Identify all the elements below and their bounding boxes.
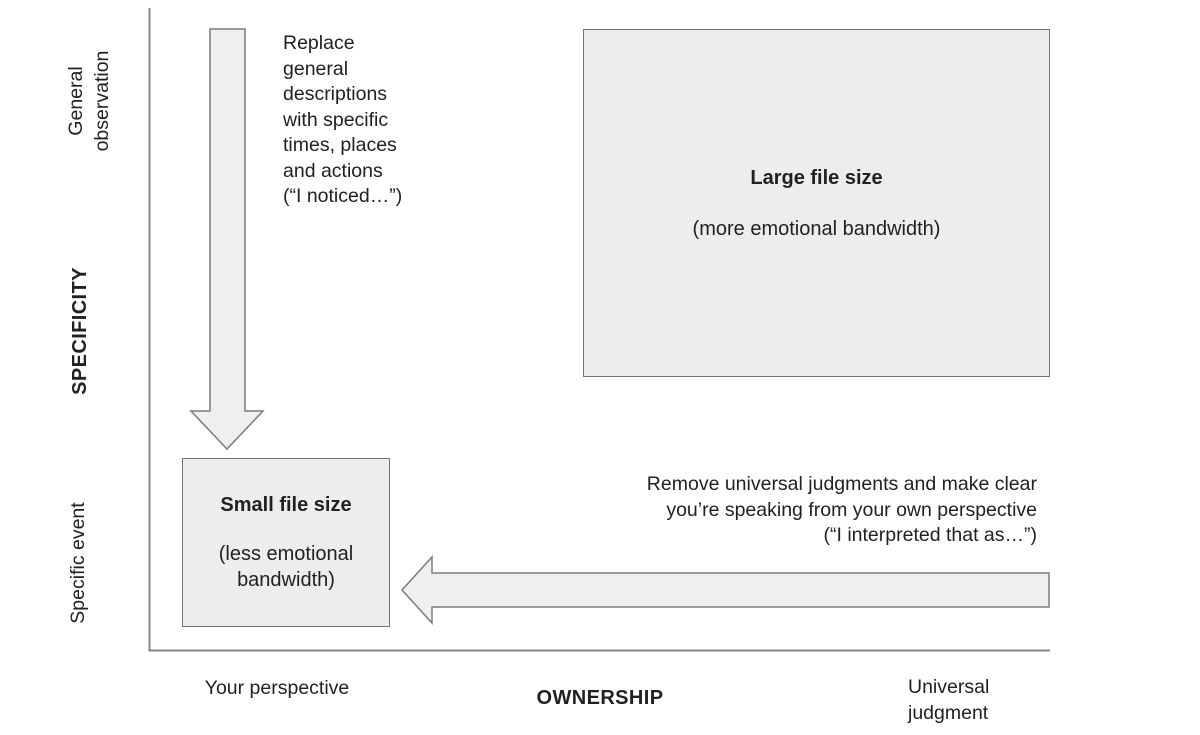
down-arrow-icon xyxy=(189,28,265,451)
large-box-title: Large file size xyxy=(750,166,883,189)
x-axis-right-label-line1: Universal xyxy=(908,676,990,698)
y-axis-top-label-line1: General xyxy=(65,66,87,136)
y-axis-title: SPECIFICITY xyxy=(69,267,91,395)
small-box-subtitle-line1: (less emotional xyxy=(218,542,354,565)
x-axis-left-label: Your perspective xyxy=(204,677,350,699)
small-box-title: Small file size xyxy=(220,493,352,516)
annotation-line: (“I interpreted that as…”) xyxy=(823,524,1038,546)
y-axis-top-label-line2: observation xyxy=(91,50,113,152)
annotation-line: descriptions xyxy=(283,83,388,105)
annotation-line: you’re speaking from your own perspectiv… xyxy=(666,498,1037,521)
annotation-line: with specific xyxy=(283,108,389,131)
annotation-line: general xyxy=(283,57,349,80)
left-arrow-icon xyxy=(400,555,1050,625)
large-file-size-box: Large file size (more emotional bandwidt… xyxy=(583,29,1050,377)
large-box-subtitle: (more emotional bandwidth) xyxy=(692,217,941,240)
small-file-size-box: Small file size (less emotional bandwidt… xyxy=(182,458,390,627)
x-axis-right-label: Universal judgment xyxy=(908,674,989,726)
y-axis-bottom-label: Specific event xyxy=(67,502,89,624)
small-box-subtitle-line2: bandwidth) xyxy=(237,568,335,591)
down-arrow-annotation: Replace general descriptions with specif… xyxy=(283,31,402,210)
annotation-line: Replace xyxy=(283,32,355,54)
left-arrow-annotation: Remove universal judgments and make clea… xyxy=(647,472,1037,549)
x-axis-title: OWNERSHIP xyxy=(536,687,664,709)
annotation-line: (“I noticed…”) xyxy=(283,185,403,207)
annotation-line: Remove universal judgments and make clea… xyxy=(646,473,1037,495)
annotation-line: and actions xyxy=(283,159,383,182)
x-axis-right-label-line2: judgment xyxy=(908,702,989,724)
y-axis-top-label: General observation xyxy=(63,51,115,152)
annotation-line: times, places xyxy=(283,134,397,156)
small-box-subtitle: (less emotional bandwidth) xyxy=(219,541,354,593)
